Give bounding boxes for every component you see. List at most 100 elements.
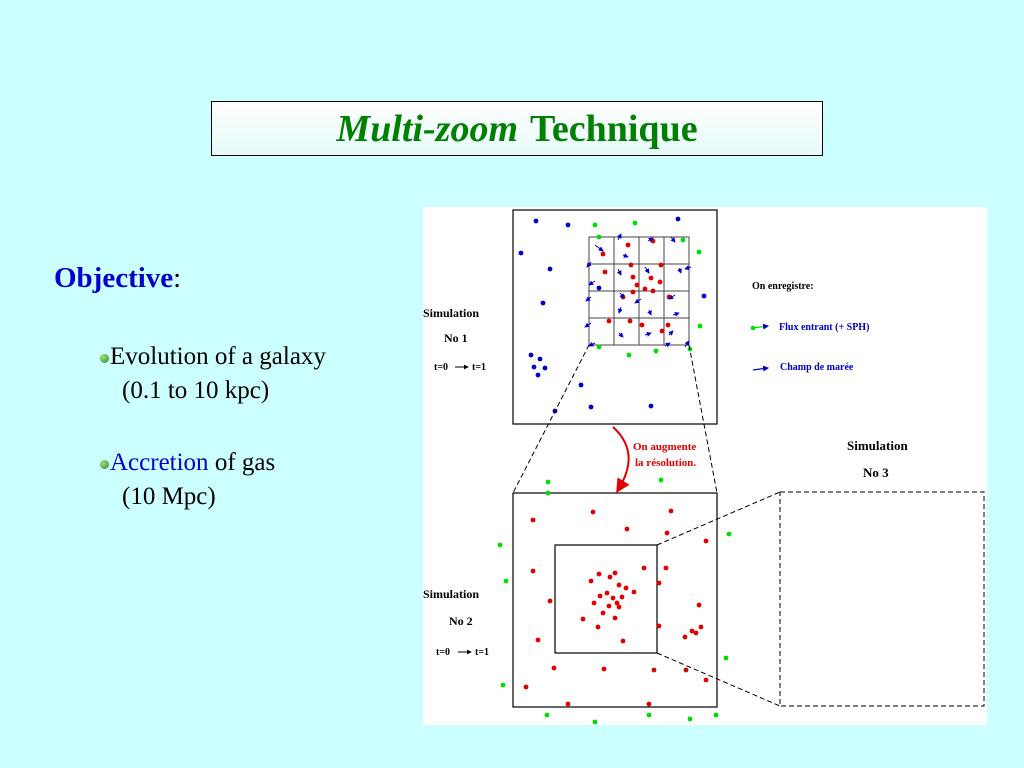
green-particle [658, 477, 664, 483]
red-particle [597, 593, 603, 599]
blue-particle [540, 300, 546, 306]
tidal-arrow-icon [588, 280, 596, 286]
tidal-arrow-icon [684, 340, 690, 348]
red-particle [646, 701, 652, 707]
sim2-t-end: t=1 [475, 647, 489, 658]
red-particle [625, 242, 631, 248]
zoom-line-top [656, 491, 781, 546]
red-particle [614, 600, 620, 606]
red-particle [657, 279, 663, 285]
red-particle [580, 616, 586, 622]
blue-particle [542, 365, 548, 371]
zoom-line-right [688, 344, 718, 494]
red-particle [650, 288, 656, 294]
blue-particle [648, 403, 654, 409]
red-particle [689, 628, 695, 634]
tidal-arrow-icon [618, 332, 624, 338]
sim3-box [779, 491, 985, 707]
sim2-name: Simulation [423, 587, 479, 601]
blue-particle [535, 372, 541, 378]
red-particle [665, 322, 671, 328]
sim1-t-end: t=1 [472, 362, 486, 373]
red-particle [601, 666, 607, 672]
sim2-box [512, 492, 718, 708]
red-particle [631, 589, 637, 595]
bullet-accretion-rest: of gas [208, 449, 276, 476]
green-particle [503, 578, 509, 584]
red-particle [658, 262, 664, 268]
red-particle [703, 677, 709, 683]
blue-particle [675, 216, 681, 222]
red-particle [607, 574, 613, 580]
red-particle [596, 571, 602, 577]
tidal-arrow-icon [616, 268, 622, 276]
sim2-inner-box [554, 544, 658, 654]
green-particle [632, 220, 638, 226]
red-particle [634, 282, 640, 288]
red-particle [696, 602, 702, 608]
red-particle [656, 623, 662, 629]
zoom-line-bottom [656, 652, 781, 707]
green-particle [723, 655, 729, 661]
bullet-galaxy-line2: (0.1 to 10 kpc) [122, 377, 270, 404]
blue-particle [518, 250, 524, 256]
tidal-arrow-icon [677, 267, 682, 274]
red-particle [600, 610, 606, 616]
blue-particle [533, 218, 539, 224]
red-particle [682, 634, 688, 640]
blue-particle [537, 356, 543, 362]
green-particle [596, 344, 602, 350]
green-particle [680, 237, 686, 243]
green-particle [497, 542, 503, 548]
green-particle [545, 479, 551, 485]
red-particle [616, 582, 622, 588]
tidal-arrow-icon [668, 294, 676, 300]
red-particle [535, 637, 541, 643]
red-particle [703, 538, 709, 544]
red-particle [651, 667, 657, 673]
sim1-particles [518, 216, 707, 414]
sim1-box [512, 209, 718, 425]
red-particle [627, 318, 633, 324]
red-particle [606, 603, 612, 609]
blue-particle [531, 364, 537, 370]
green-particle [687, 716, 693, 722]
red-particle [663, 565, 669, 571]
red-particle [630, 289, 636, 295]
tidal-arrow-icon [672, 311, 680, 317]
tidal-arrow-icon [668, 330, 674, 336]
red-particle [668, 508, 674, 514]
green-particle [545, 490, 551, 496]
tidal-arrow-icon [586, 261, 592, 268]
red-particle [530, 568, 536, 574]
red-particle [639, 322, 645, 328]
red-particle [547, 598, 553, 604]
red-particle [656, 580, 662, 586]
tidal-arrow-icon [634, 298, 642, 304]
legend-heading: On enregistre: [752, 281, 814, 292]
tidal-arrow-icon [684, 265, 692, 271]
green-particle [726, 531, 732, 537]
tidal-arrow-icon [594, 244, 604, 252]
objective-label: Objective [54, 262, 174, 294]
green-particle [697, 323, 703, 329]
title-italic: Multi-zoom [336, 107, 519, 150]
blue-particle [596, 285, 602, 291]
legend-inflow: Flux entrant (+ SPH) [779, 322, 869, 333]
red-particle [620, 638, 626, 644]
sim1-grid [588, 236, 690, 346]
bullet-accretion: Accretion of gas (10 Mpc) [100, 446, 275, 514]
blue-particle [547, 266, 553, 272]
tidal-arrow-icon [584, 322, 592, 328]
objective-colon: : [173, 262, 182, 294]
green-particle [592, 222, 598, 228]
sim1-t-start: t=0 [434, 362, 448, 373]
red-particle [612, 615, 618, 621]
red-particle [616, 604, 622, 610]
blue-particle [565, 222, 571, 228]
bullet-galaxy-line1: Evolution of a galaxy [110, 343, 326, 370]
red-particle [630, 274, 636, 280]
green-particle [713, 712, 719, 718]
blue-particle [701, 293, 707, 299]
red-particle [610, 595, 616, 601]
